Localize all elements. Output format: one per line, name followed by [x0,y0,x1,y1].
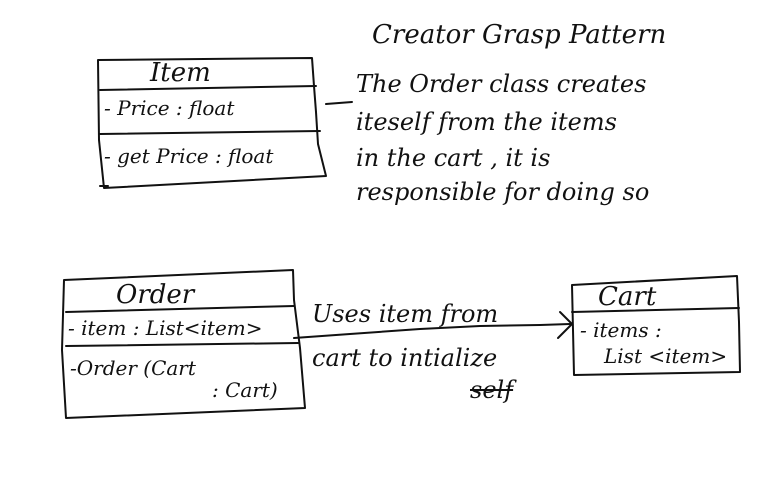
note-line-4: responsible for doing so [356,178,650,206]
item-class-box [97,57,327,189]
order-attribute: - item : List<item> [68,316,263,340]
cart-attribute-line-1: - items : [580,318,662,342]
association-label-line-3: self [470,376,514,404]
note-line-1: The Order class creates [356,70,647,98]
cart-class-name: Cart [598,282,657,312]
cart-class-divider [571,307,740,313]
note-line-2: iteself from the items [356,108,617,136]
order-class-name: Order [116,280,195,310]
note-connector-line [325,101,353,105]
item-method: - get Price : float [104,144,274,168]
order-class-divider-2 [65,342,299,347]
note-line-3: in the cart , it is [356,144,551,172]
order-class-divider-1 [65,305,295,313]
item-class-name: Item [150,58,211,88]
cart-class-box [571,275,741,376]
item-class-divider-1 [99,85,317,91]
item-attribute: - Price : float [104,96,235,120]
diagram-title: Creator Grasp Pattern [372,20,667,50]
association-arrow [293,311,573,339]
order-class-box [61,269,306,419]
association-label-line-2: cart to intialize [312,344,498,372]
order-method-line-1: -Order (Cart [70,356,196,380]
item-class-divider-2 [99,130,321,135]
cart-attribute-line-2: List <item> [604,344,728,368]
order-method-line-2: : Cart) [212,378,278,402]
association-label-line-1: Uses item from [312,300,499,328]
